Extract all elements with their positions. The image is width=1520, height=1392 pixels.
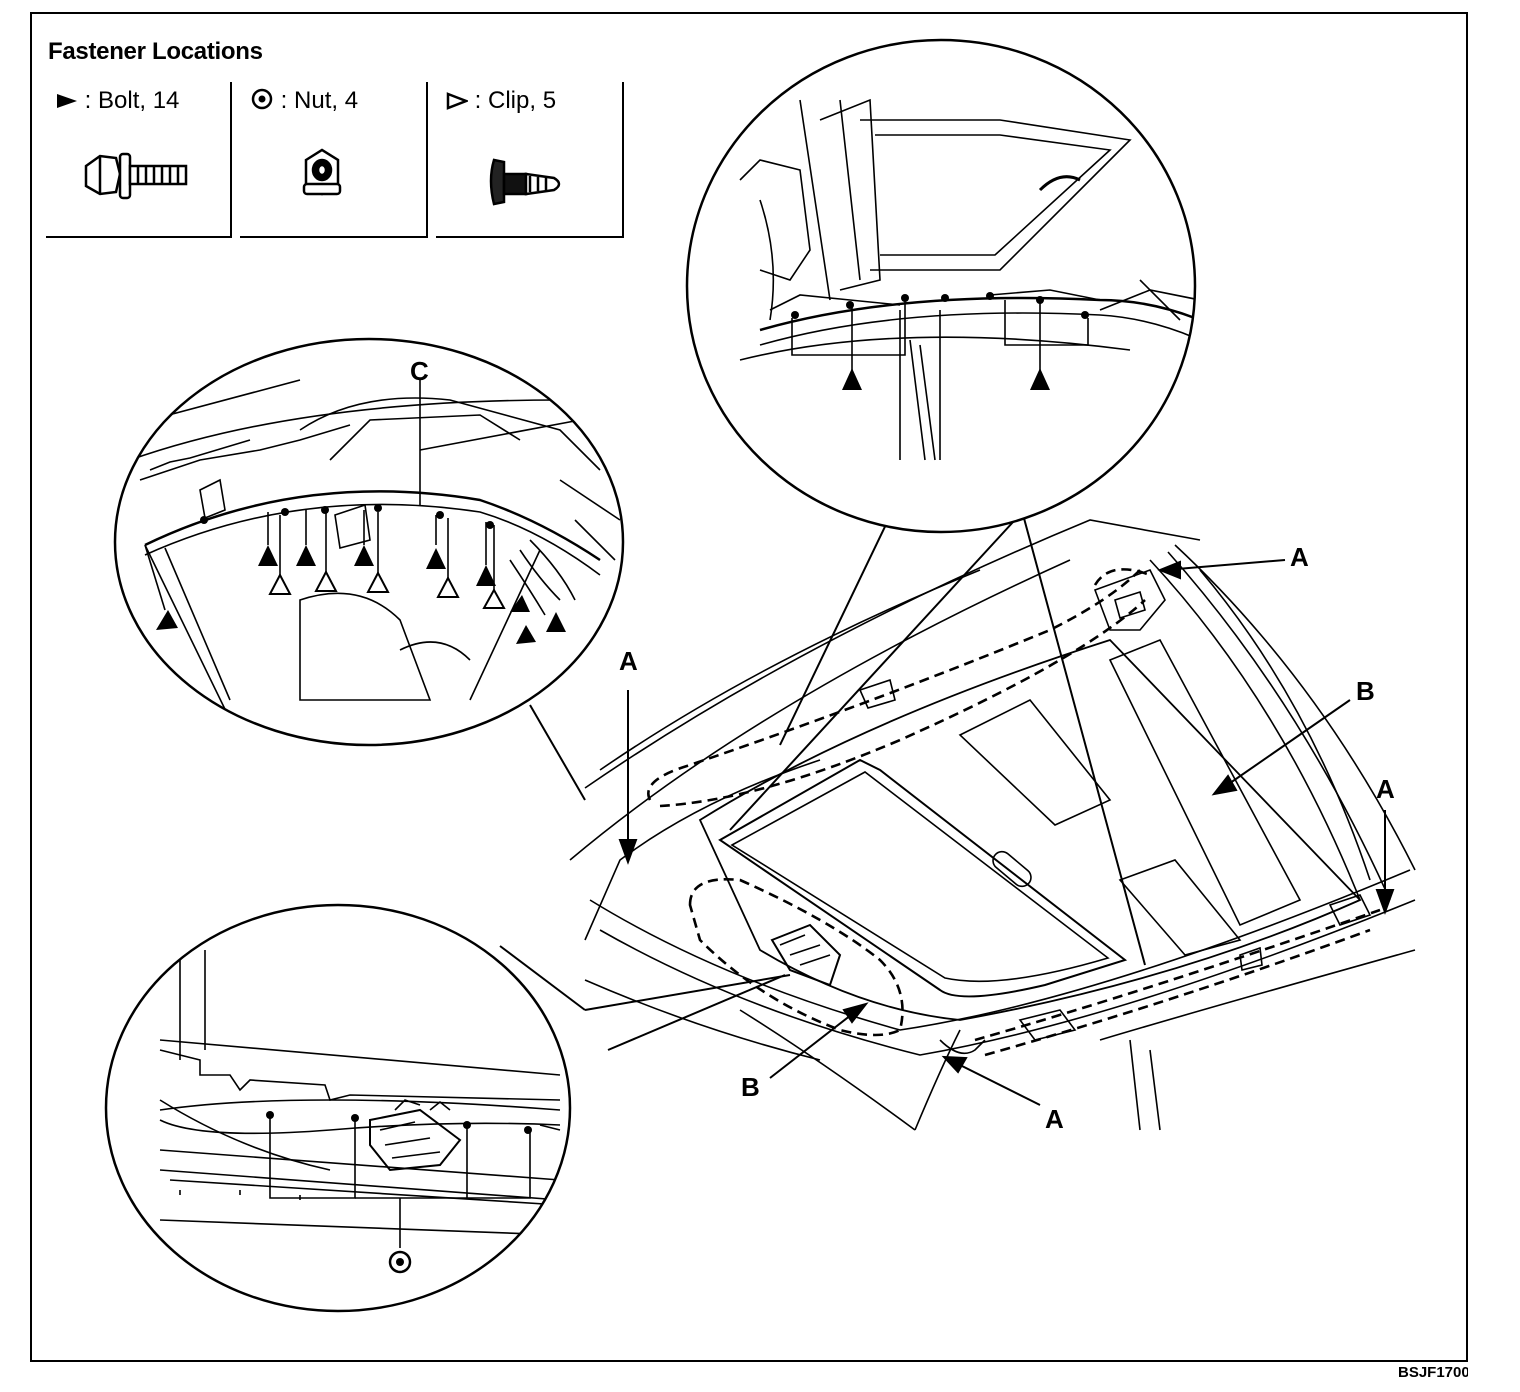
magnifier-leaders	[499, 459, 1146, 1051]
callout-arrows	[618, 559, 1395, 1106]
nut-icon	[302, 148, 342, 196]
drain-hose-path	[647, 568, 1381, 1057]
legend-nut-cell: : Nut, 4	[240, 82, 428, 238]
callout-a-left: A	[619, 646, 638, 676]
diagram-frame	[30, 12, 1468, 1362]
clip-icon	[489, 158, 561, 206]
callout-c: C	[410, 356, 429, 386]
clip-marker-group	[268, 569, 506, 609]
filled-triangle-icon	[57, 94, 77, 108]
callout-a-right: A	[1376, 774, 1395, 804]
legend-bolt-label: : Bolt, 14	[84, 87, 180, 114]
legend-title: Fastener Locations	[48, 38, 263, 65]
roof-main-view	[569, 519, 1416, 1131]
callout-b-bottom: B	[741, 1072, 760, 1102]
callout-a-top: A	[1290, 542, 1309, 572]
legend-nut-label: : Nut, 4	[280, 87, 359, 114]
magnifier-rear-header	[685, 38, 1197, 534]
legend-clip-label: : Clip, 5	[474, 87, 557, 114]
bolt-marker-group	[156, 545, 566, 644]
bolt-icon	[84, 152, 188, 200]
circle-dot-icon	[251, 88, 273, 110]
hollow-triangle-icon	[446, 92, 470, 110]
callout-b-right: B	[1356, 676, 1375, 706]
nut-marker	[388, 1250, 412, 1274]
legend-clip-cell: : Clip, 5	[436, 82, 624, 238]
magnifier-motor-area	[104, 903, 572, 1313]
callout-a-bottom: A	[1045, 1104, 1064, 1134]
magnifier-front-header: C	[113, 337, 625, 747]
legend-bolt-cell: : Bolt, 14	[46, 82, 232, 238]
figure-code: BSJF1700	[1398, 1364, 1468, 1381]
